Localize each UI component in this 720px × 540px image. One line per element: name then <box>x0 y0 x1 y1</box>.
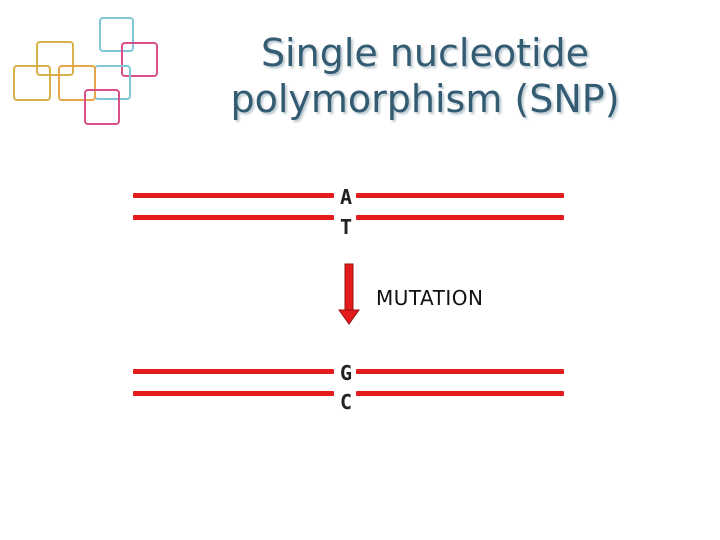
logo-square <box>13 65 51 101</box>
logo-square <box>121 42 158 77</box>
mutation-label: MUTATION <box>376 286 484 310</box>
logo-square <box>36 41 74 76</box>
base-before-top: A <box>339 185 353 209</box>
base-after-bottom: C <box>339 390 353 414</box>
logo-square <box>84 89 120 125</box>
down-arrow-icon <box>338 263 360 325</box>
strand-before-bottom-left <box>133 215 334 220</box>
strand-before-top-right <box>356 193 564 198</box>
title-line-1: Single nucleotide <box>260 31 590 75</box>
logo-square <box>94 65 131 100</box>
overlapping-squares-logo <box>13 17 158 125</box>
logo-square <box>99 17 134 52</box>
base-before-bottom: T <box>339 215 353 239</box>
strand-after-bottom-left <box>133 391 334 396</box>
base-after-top: G <box>339 361 353 385</box>
logo-square <box>58 65 96 101</box>
strand-after-top-left <box>133 369 334 374</box>
strand-after-bottom-right <box>356 391 564 396</box>
page-title: Single nucleotide polymorphism (SNP) <box>175 30 675 122</box>
strand-after-top-right <box>356 369 564 374</box>
strand-before-top-left <box>133 193 334 198</box>
title-line-2: polymorphism (SNP) <box>230 77 620 121</box>
strand-before-bottom-right <box>356 215 564 220</box>
